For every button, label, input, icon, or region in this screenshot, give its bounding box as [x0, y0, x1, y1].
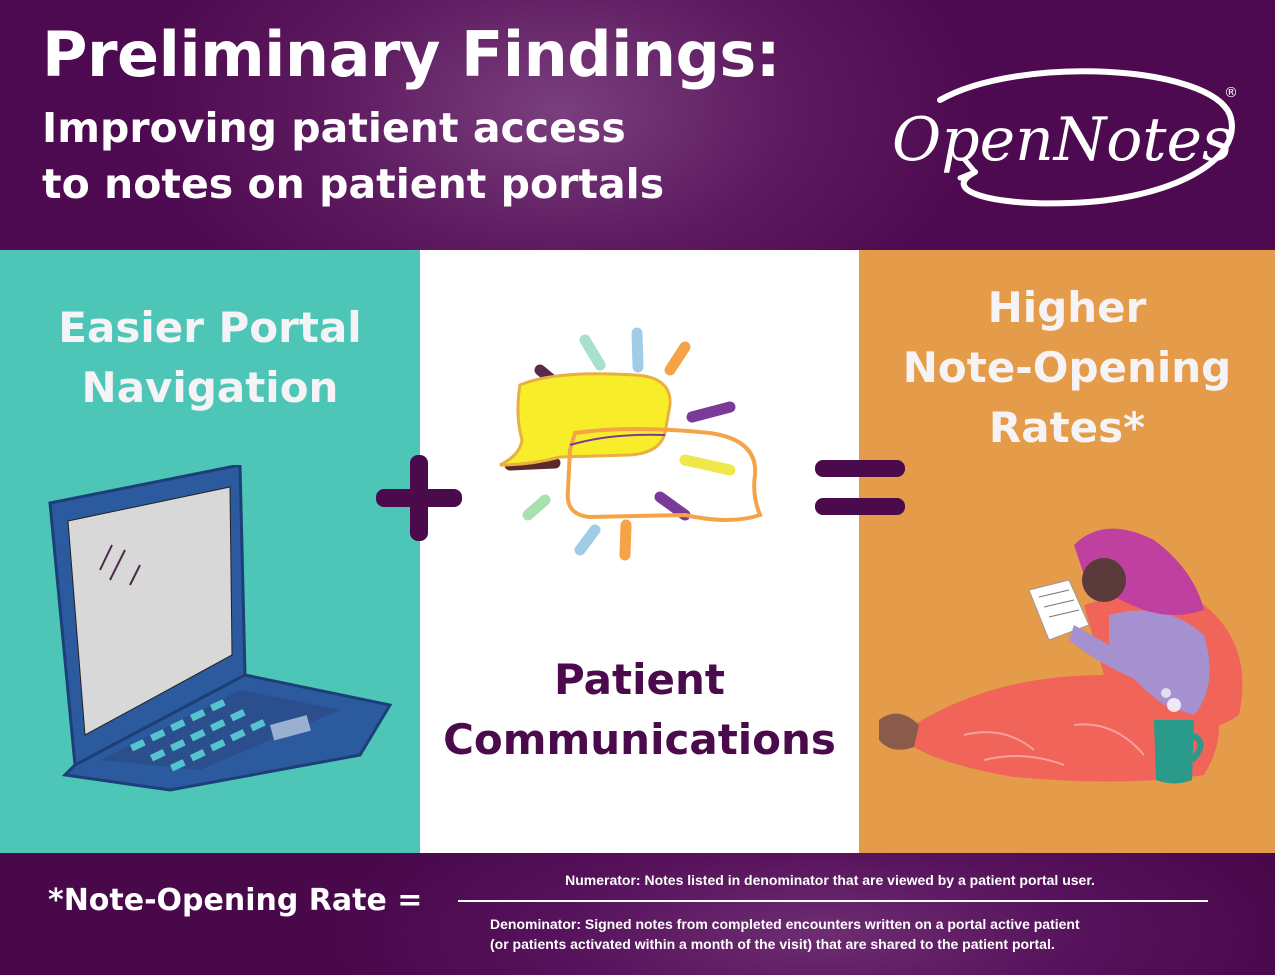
heading-line: Rates* — [988, 403, 1146, 452]
heading-line: Higher — [987, 283, 1147, 332]
denominator-line: Denominator: Signed notes from completed… — [490, 916, 1080, 932]
panel-higher-rates: Higher Note-Opening Rates* — [859, 250, 1275, 853]
denominator-text: Denominator: Signed notes from completed… — [490, 914, 1210, 954]
heading-line: Navigation — [81, 363, 339, 412]
heading-line: Communications — [443, 715, 836, 764]
plus-icon — [376, 455, 462, 541]
panel-heading: Patient Communications — [420, 650, 859, 770]
fraction-divider — [458, 900, 1208, 902]
header-banner: Preliminary Findings: Improving patient … — [0, 0, 1275, 250]
svg-text:®: ® — [1224, 85, 1238, 101]
svg-text:OpenNotes: OpenNotes — [892, 105, 1233, 175]
speech-bubbles-illustration — [499, 327, 763, 561]
woman-reading-illustration — [879, 528, 1243, 784]
panel-heading: Higher Note-Opening Rates* — [859, 278, 1275, 458]
page-subtitle: Improving patient access to notes on pat… — [42, 100, 722, 212]
laptop-illustration — [48, 465, 393, 792]
numerator-text: Numerator: Notes listed in denominator t… — [565, 872, 1095, 888]
footer-definition: *Note-Opening Rate = Numerator: Notes li… — [0, 853, 1275, 975]
denominator-line: (or patients activated within a month of… — [490, 936, 1055, 952]
heading-line: Easier Portal — [58, 303, 362, 352]
panel-easier-navigation: Easier Portal Navigation — [0, 250, 420, 853]
opennotes-logo: OpenNotes ® — [892, 68, 1238, 207]
heading-line: Note-Opening — [902, 343, 1232, 392]
heading-line: Patient — [554, 655, 725, 704]
subtitle-line: to notes on patient portals — [42, 160, 665, 208]
page-title: Preliminary Findings: — [42, 18, 781, 91]
subtitle-line: Improving patient access — [42, 104, 626, 152]
equals-icon — [815, 460, 905, 515]
rate-label: *Note-Opening Rate = — [48, 883, 423, 918]
panel-patient-communications: Patient Communications — [420, 250, 859, 853]
panel-heading: Easier Portal Navigation — [0, 298, 420, 418]
